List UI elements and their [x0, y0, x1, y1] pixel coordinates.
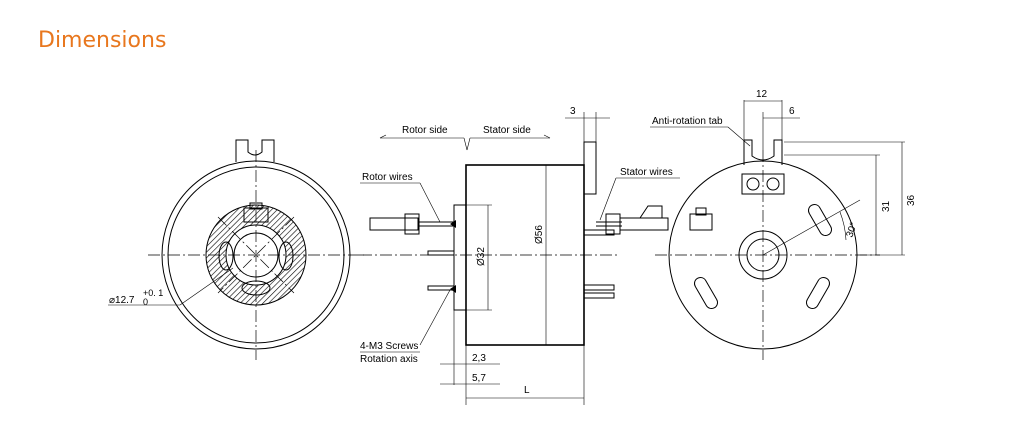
bore-tol-upper: +0. 1	[143, 288, 163, 298]
rotor-wires-label: Rotor wires	[362, 172, 413, 183]
rotor-shaft	[453, 204, 467, 311]
dim-6: 6	[789, 106, 795, 117]
dim-12: 12	[756, 89, 768, 100]
stator-wires-label: Stator wires	[620, 167, 673, 178]
dim-36: 36	[906, 194, 917, 206]
dim-5-7: 5,7	[472, 373, 486, 384]
dim-angle: 30°	[844, 221, 860, 239]
page-title: Dimensions	[38, 28, 167, 53]
left-view: ⌀12.7 +0. 1 0	[108, 139, 364, 360]
rotor-connector	[369, 217, 419, 231]
dim-2-3: 2,3	[472, 353, 486, 364]
rotation-axis-label: Rotation axis	[360, 354, 418, 365]
anti-rotation-tab-label: Anti-rotation tab	[652, 116, 723, 127]
stator-side-label: Stator side	[483, 125, 531, 136]
stator-connector	[605, 213, 621, 235]
flange	[583, 141, 597, 195]
dim-L: L	[524, 385, 530, 396]
side-view: Rotor side Stator side Rotor wires Stat	[360, 106, 680, 405]
dim-32: Ø32	[476, 247, 487, 266]
rotor-side-label: Rotor side	[402, 125, 448, 136]
bore-tol-lower: 0	[143, 297, 148, 307]
left-tab	[235, 139, 275, 162]
dim-56: Ø56	[534, 225, 545, 244]
dim-3: 3	[570, 106, 576, 117]
dim-31: 31	[881, 200, 892, 212]
bore-dim-label: ⌀12.7	[109, 295, 135, 306]
screws-label: 4-M3 Screws	[360, 341, 418, 352]
right-view: 12 6 Anti-rotation tab 30° 31	[650, 89, 917, 360]
